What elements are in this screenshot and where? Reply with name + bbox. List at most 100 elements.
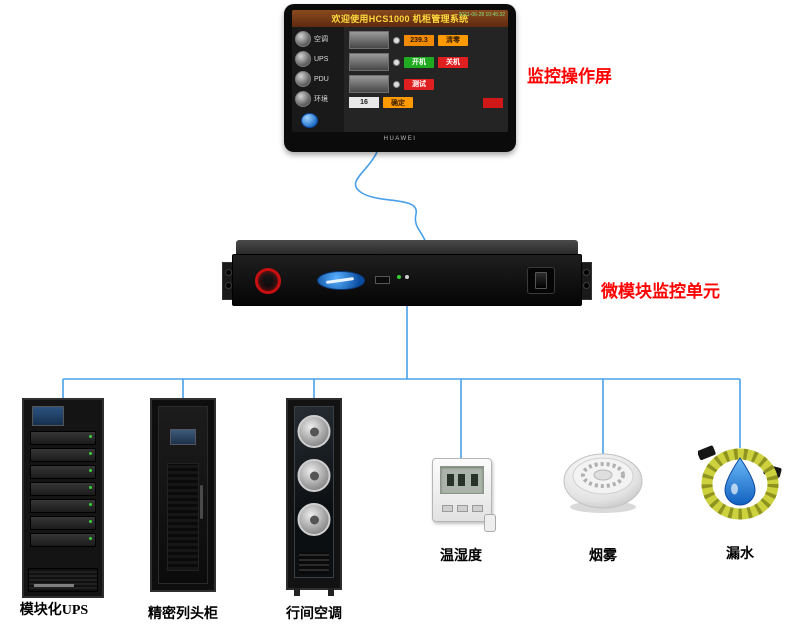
label-monitor-screen: 监控操作屏: [527, 67, 612, 86]
lcd-digit: [458, 474, 465, 486]
rack-ear-right: [580, 262, 592, 300]
tablet-brand: HUAWEI: [383, 136, 417, 142]
water-drop-icon: [724, 457, 756, 506]
status-led-green: [397, 275, 401, 279]
cabinet-vent: [167, 463, 199, 571]
unit-front-panel: [232, 254, 582, 306]
power-switch[interactable]: [527, 267, 555, 294]
wire-tablet-to-unit: [354, 151, 427, 244]
device-thumbnail: [349, 53, 389, 71]
ups-module: [30, 448, 96, 462]
ups-brand-strip: [34, 584, 74, 587]
power-on-button[interactable]: 开机: [404, 56, 434, 68]
ups-module: [30, 499, 96, 513]
sensor-button[interactable]: [442, 505, 453, 512]
screen-titlebar: 欢迎使用HCS1000 机柜管理系统 2021-06-28 10:45:32: [292, 10, 508, 27]
radio-indicator: [393, 36, 400, 44]
temp-humidity-sensor: [432, 458, 496, 532]
caption-smoke: 烟雾: [589, 549, 617, 564]
usb-port: [375, 276, 390, 284]
caption-row-cabinet: 精密列头柜: [148, 607, 218, 622]
screen-clock: 2021-06-28 10:45:32: [458, 12, 505, 18]
screen-body: 空调 UPS PDU 环境: [292, 27, 508, 132]
sidebar-item-label: PDU: [314, 75, 329, 83]
panel-row-confirm: 16 确定: [349, 97, 503, 108]
brand-blue-logo-icon: [317, 271, 365, 290]
monitoring-unit: [222, 240, 592, 310]
device-thumbnail: [349, 31, 389, 49]
sensor-button[interactable]: [472, 505, 483, 512]
mount-hole: [224, 282, 232, 289]
voltage-value: 239.3: [404, 34, 434, 46]
ups-module: [30, 465, 96, 479]
clear-button[interactable]: 清零: [438, 34, 468, 46]
ups-base-vent: [28, 568, 98, 592]
cabinet-door: [158, 406, 208, 584]
sidebar-item-environment[interactable]: 环境: [295, 91, 341, 107]
tablet-screen: 欢迎使用HCS1000 机柜管理系统 2021-06-28 10:45:32 空…: [292, 10, 508, 132]
device-thumbnail: [349, 75, 389, 93]
panel-row-voltage: 239.3 清零: [349, 31, 503, 49]
lcd-digit: [471, 474, 478, 486]
aircon-slats: [299, 552, 329, 574]
sidebar-item-label: 空调: [314, 36, 328, 43]
globe-icon[interactable]: [301, 113, 318, 128]
sidebar-item-label: UPS: [314, 55, 329, 63]
aircon-icon: [295, 31, 311, 47]
smoke-detector: [560, 450, 646, 521]
screen-title: 欢迎使用HCS1000 机柜管理系统: [331, 14, 469, 24]
environment-icon: [295, 91, 311, 107]
ups-icon: [295, 51, 311, 67]
cabinet-leg: [328, 588, 334, 596]
label-monitoring-unit: 微模块监控单元: [601, 282, 720, 301]
lcd-digit: [447, 474, 454, 486]
ups-display: [32, 406, 64, 426]
status-led-white: [405, 275, 409, 279]
mount-hole: [224, 269, 232, 276]
leak-sensor-icon: [697, 445, 782, 520]
sidebar-item-aircon[interactable]: 空调: [295, 31, 341, 47]
radio-indicator: [393, 80, 400, 88]
screen-sidebar: 空调 UPS PDU 环境: [292, 27, 344, 132]
power-off-button[interactable]: 关机: [438, 56, 468, 68]
water-leak-sensor: [697, 442, 782, 529]
unit-top-face: [236, 240, 578, 256]
ups-cabinet: [22, 398, 104, 598]
ups-module: [30, 533, 96, 547]
ups-module: [30, 482, 96, 496]
radio-indicator: [393, 58, 400, 66]
smoke-detector-icon: [563, 453, 643, 513]
sensor-buttons: [442, 505, 483, 512]
fan-icon: [297, 459, 331, 492]
door-handle: [200, 485, 203, 519]
sidebar-item-pdu[interactable]: PDU: [295, 71, 341, 87]
cabinet-leg: [294, 588, 300, 596]
pdu-icon: [295, 71, 311, 87]
caption-leak: 漏水: [726, 547, 754, 562]
confirm-button[interactable]: 确定: [383, 97, 413, 108]
screen-main-panel: 239.3 清零 开机 关机 测试 16: [344, 27, 508, 132]
panel-row-test: 测试: [349, 75, 503, 93]
touchscreen-tablet: 欢迎使用HCS1000 机柜管理系统 2021-06-28 10:45:32 空…: [284, 4, 516, 152]
sensor-button[interactable]: [457, 505, 468, 512]
brand-red-logo-icon: [255, 268, 281, 294]
cabinet-display: [170, 429, 196, 445]
fan-icon: [297, 415, 331, 448]
test-button[interactable]: 测试: [404, 78, 434, 90]
panel-row-power: 开机 关机: [349, 53, 503, 71]
mount-hole: [582, 269, 590, 276]
caption-ups: 模块化UPS: [19, 603, 89, 618]
caption-temp-humidity: 温湿度: [440, 549, 482, 564]
sidebar-item-ups[interactable]: UPS: [295, 51, 341, 67]
caption-aircon: 行间空调: [286, 607, 342, 622]
row-header-cabinet: [150, 398, 216, 592]
sidebar-item-label: 环境: [314, 96, 328, 103]
fan-icon: [297, 503, 331, 536]
aircon-glass-door: [294, 406, 334, 578]
sensor-probe: [484, 514, 496, 532]
lcd-display: [440, 466, 484, 494]
alarm-indicator: [483, 97, 503, 108]
inrow-aircon-cabinet: [286, 398, 342, 596]
ups-module: [30, 431, 96, 445]
